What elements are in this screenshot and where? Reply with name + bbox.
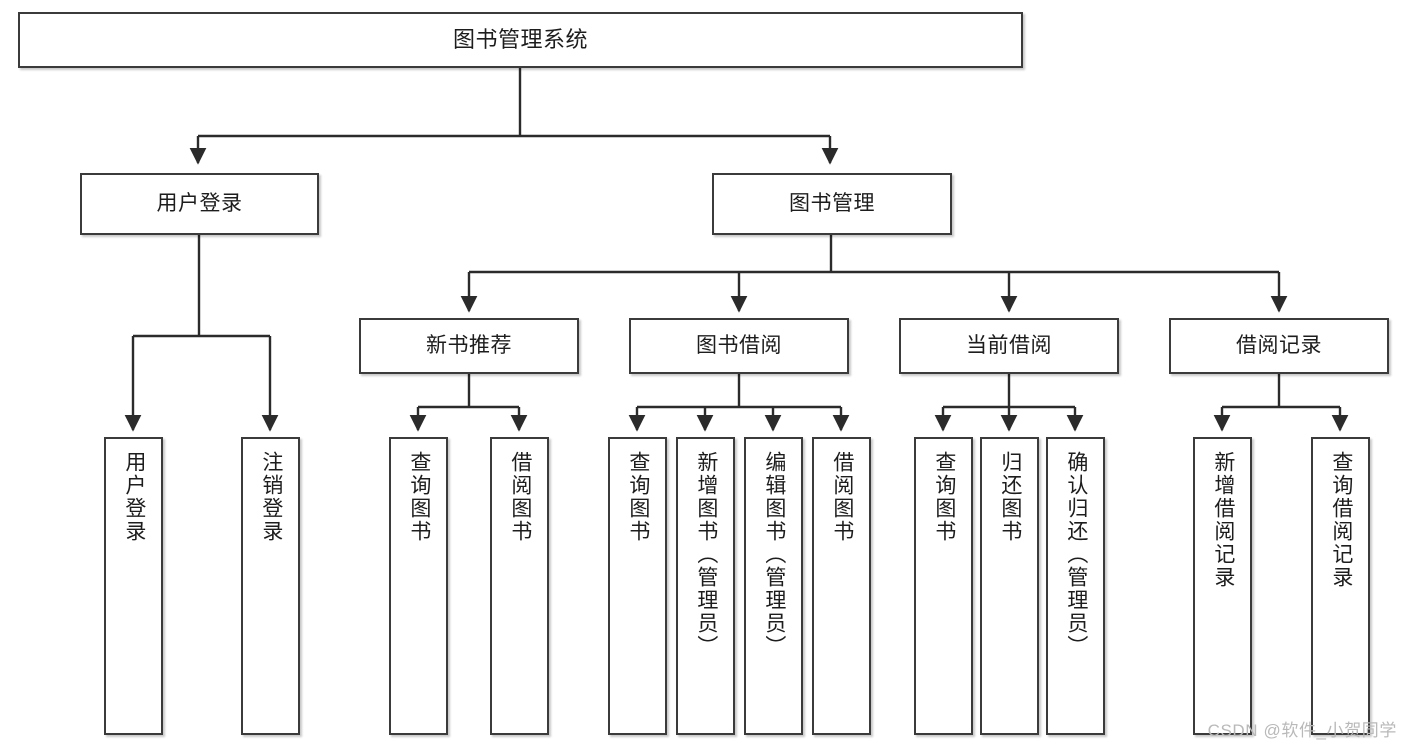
node-book-borrow[interactable]: 图书借阅 xyxy=(629,318,849,374)
node-label: 编辑图书（管理员） xyxy=(762,451,786,658)
node-label: 图书管理 xyxy=(789,192,875,216)
node-label: 图书管理系统 xyxy=(452,26,588,52)
leaf-user-login[interactable]: 用户登录 xyxy=(104,437,163,735)
leaf-recommend-borrow-book[interactable]: 借阅图书 xyxy=(490,437,549,735)
node-new-book-recommend[interactable]: 新书推荐 xyxy=(359,318,579,374)
leaf-current-query-book[interactable]: 查询图书 xyxy=(914,437,973,735)
node-label: 新增图书（管理员） xyxy=(694,451,718,658)
node-label: 借阅记录 xyxy=(1236,334,1322,358)
leaf-borrow-query-book[interactable]: 查询图书 xyxy=(608,437,667,735)
node-current-borrow[interactable]: 当前借阅 xyxy=(899,318,1119,374)
leaf-user-logout[interactable]: 注销登录 xyxy=(241,437,300,735)
node-label: 新增借阅记录 xyxy=(1211,451,1235,589)
node-label: 查询图书 xyxy=(626,451,650,543)
leaf-recommend-query-book[interactable]: 查询图书 xyxy=(389,437,448,735)
leaf-borrow-edit-book-admin[interactable]: 编辑图书（管理员） xyxy=(744,437,803,735)
node-borrow-records[interactable]: 借阅记录 xyxy=(1169,318,1389,374)
node-label: 新书推荐 xyxy=(426,334,512,358)
leaf-borrow-borrow-book[interactable]: 借阅图书 xyxy=(812,437,871,735)
node-label: 用户登录 xyxy=(156,192,243,216)
node-label: 当前借阅 xyxy=(966,334,1052,358)
leaf-borrow-add-book-admin[interactable]: 新增图书（管理员） xyxy=(676,437,735,735)
node-label: 图书借阅 xyxy=(696,334,782,358)
node-label: 查询图书 xyxy=(932,451,956,543)
node-label: 查询图书 xyxy=(407,451,431,543)
node-label: 注销登录 xyxy=(259,451,283,543)
node-label: 确认归还（管理员） xyxy=(1064,451,1088,658)
node-label: 归还图书 xyxy=(998,451,1022,543)
leaf-current-confirm-return-admin[interactable]: 确认归还（管理员） xyxy=(1046,437,1105,735)
node-label: 用户登录 xyxy=(122,451,146,543)
node-label: 借阅图书 xyxy=(830,451,854,543)
node-label: 查询借阅记录 xyxy=(1329,451,1353,589)
leaf-records-add-record[interactable]: 新增借阅记录 xyxy=(1193,437,1252,735)
leaf-current-return-book[interactable]: 归还图书 xyxy=(980,437,1039,735)
node-book-management[interactable]: 图书管理 xyxy=(712,173,952,235)
node-user-login[interactable]: 用户登录 xyxy=(80,173,319,235)
leaf-records-query-record[interactable]: 查询借阅记录 xyxy=(1311,437,1370,735)
node-label: 借阅图书 xyxy=(508,451,532,543)
node-root-system[interactable]: 图书管理系统 xyxy=(18,12,1023,68)
watermark-text: CSDN @软件_小贺同学 xyxy=(1207,721,1397,740)
